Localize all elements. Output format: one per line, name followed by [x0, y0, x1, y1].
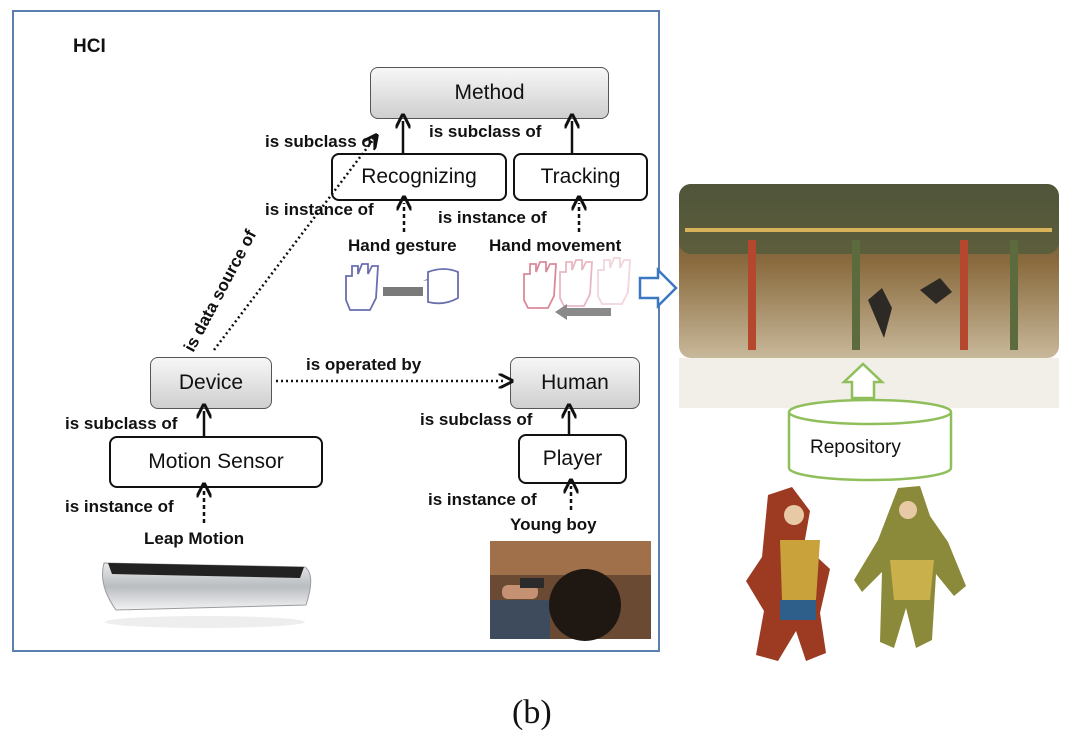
label-instance-leap: is instance of — [65, 497, 174, 516]
node-device: Device — [150, 357, 272, 409]
label-instance-movement: is instance of — [438, 208, 547, 227]
node-method: Method — [370, 67, 609, 119]
label-subclass-tracking: is subclass of — [429, 122, 542, 141]
label-instance-boy: is instance of — [428, 490, 537, 509]
leap-motion-image — [102, 562, 312, 628]
node-recognizing: Recognizing — [331, 153, 507, 201]
young-boy-image — [490, 541, 651, 641]
label-subclass-recognizing: is subclass of — [265, 132, 378, 151]
panel-title: HCI — [73, 36, 106, 57]
repository-cylinder — [787, 398, 953, 482]
node-tracking: Tracking — [513, 153, 648, 201]
label-subclass-motion: is subclass of — [65, 414, 178, 433]
node-player: Player — [518, 434, 627, 484]
label-subclass-player: is subclass of — [420, 410, 533, 429]
label-hand-movement: Hand movement — [489, 236, 622, 255]
figure-caption: (b) — [512, 694, 552, 731]
label-operated-by: is operated by — [306, 355, 422, 374]
label-hand-gesture: Hand gesture — [348, 236, 457, 255]
arrow-repo-up-icon — [840, 362, 886, 400]
hand-gesture-image — [345, 263, 459, 311]
label-young-boy: Young boy — [510, 515, 597, 534]
repository-label: Repository — [810, 437, 901, 458]
hci-panel — [12, 10, 660, 652]
arrow-to-stage-icon — [638, 266, 678, 310]
hand-movement-image — [523, 257, 631, 320]
label-leap-motion: Leap Motion — [144, 529, 245, 548]
node-human: Human — [510, 357, 640, 409]
puppet-figures-image — [746, 486, 966, 661]
node-motion-sensor: Motion Sensor — [109, 436, 323, 488]
edge-device-recognizing — [213, 140, 373, 351]
